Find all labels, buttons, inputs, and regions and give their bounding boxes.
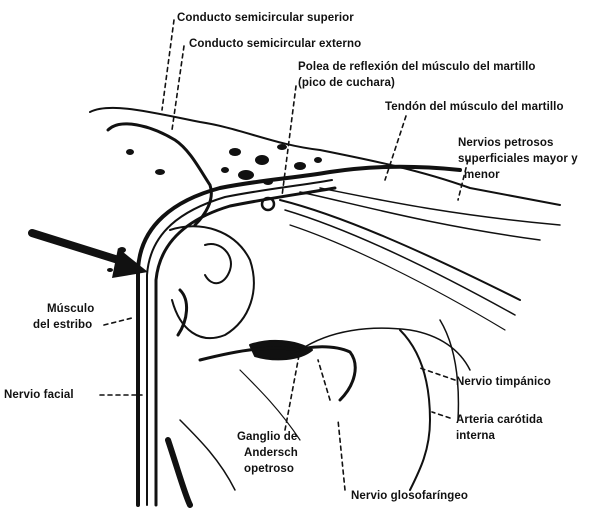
label-glosofaringeo: Nervio glosofaríngeo — [351, 489, 468, 503]
label-polea-line2: (pico de cuchara) — [298, 76, 395, 90]
label-semicircular-externo: Conducto semicircular externo — [189, 37, 361, 51]
label-petrosos-line2: superficiales mayor y — [458, 152, 578, 166]
label-polea-line1: Polea de reflexión del músculo del marti… — [298, 60, 536, 74]
label-ganglio-line3: opetroso — [244, 462, 294, 476]
label-tendon: Tendón del músculo del martillo — [385, 100, 564, 114]
label-petrosos-line3: menor — [464, 168, 500, 182]
label-nervio-facial: Nervio facial — [4, 388, 74, 402]
carotid-artery — [400, 330, 430, 490]
label-estribo-line2: del estribo — [33, 318, 92, 332]
label-estribo-line1: Músculo — [47, 302, 94, 316]
label-timpanico: Nervio timpánico — [456, 375, 551, 389]
label-ganglio-line1: Ganglio de — [237, 430, 297, 444]
label-petrosos-line1: Nervios petrosos — [458, 136, 554, 150]
pointer-arrow — [32, 233, 128, 263]
label-carotida-line1: Arteria carótida — [456, 413, 543, 427]
label-semicircular-superior: Conducto semicircular superior — [177, 11, 354, 25]
label-carotida-line2: interna — [456, 429, 495, 443]
label-ganglio-line2: Andersch — [244, 446, 298, 460]
